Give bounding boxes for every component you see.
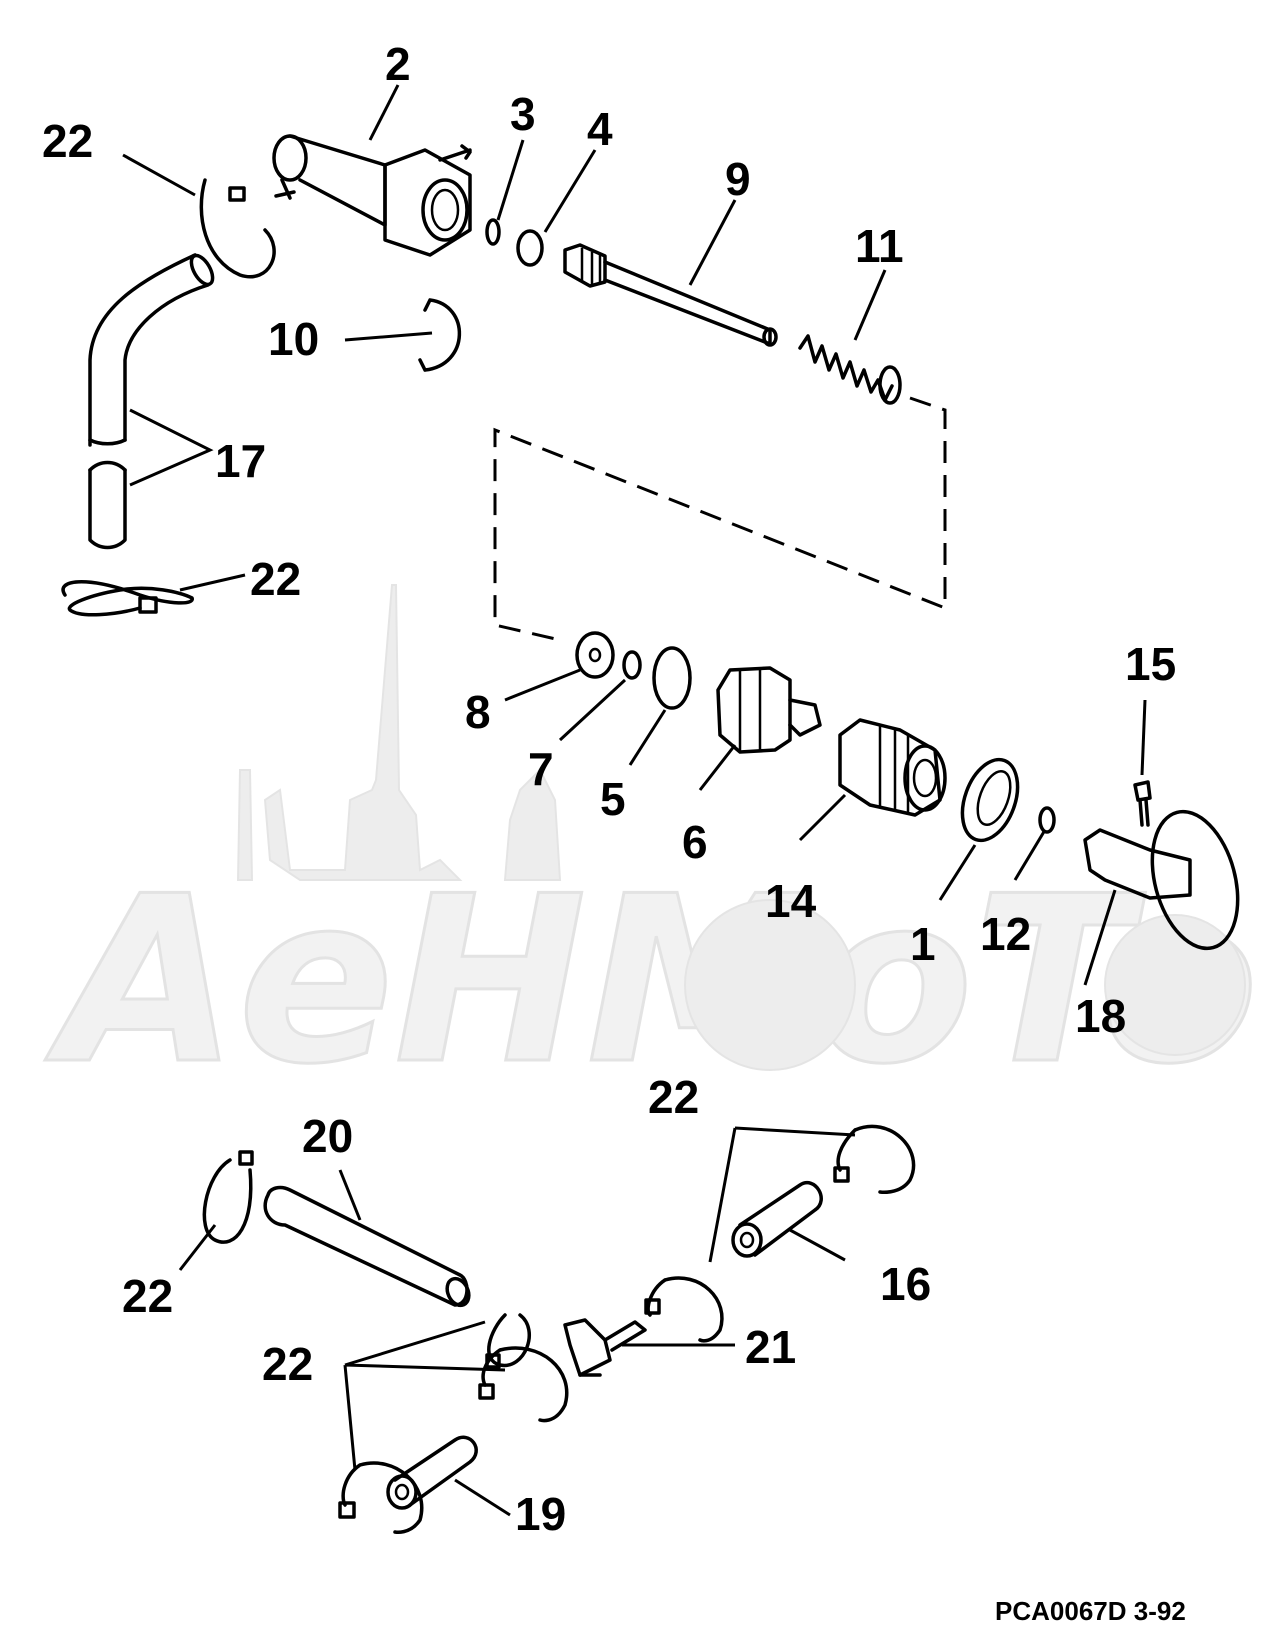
drawing-code: PCA0067D 3-92 xyxy=(995,1596,1186,1626)
part-22-clamp-lower-left xyxy=(61,580,194,617)
part-20-hose xyxy=(263,1185,471,1308)
callout-5: 5 xyxy=(600,773,626,825)
part-22-clamp-top-tab xyxy=(228,186,246,202)
part-8-washer xyxy=(575,631,615,679)
part-7-o-ring xyxy=(622,650,642,680)
callout-16: 16 xyxy=(880,1258,931,1310)
callout-12: 12 xyxy=(980,908,1031,960)
part-22-clamp-20-left-tab xyxy=(238,1150,254,1166)
part-9-plunger xyxy=(563,243,778,347)
part-22-clamp-16-right-tab xyxy=(833,1166,850,1183)
part-22-clamp-16-left-tab xyxy=(644,1298,661,1315)
part-11-spring xyxy=(798,334,894,402)
part-22-clamp-top xyxy=(199,178,276,279)
callout-1: 1 xyxy=(910,918,936,970)
part-14-fitting xyxy=(838,718,947,817)
callout-14: 14 xyxy=(765,875,817,927)
part-22-clamp-16-left-arc xyxy=(646,1278,667,1317)
callout-15: 15 xyxy=(1125,638,1176,690)
callout-3: 3 xyxy=(510,88,536,140)
part-3-o-ring xyxy=(485,218,501,246)
callout-labels: 2 3 4 9 11 10 22 17 22 8 7 5 6 14 1 12 1… xyxy=(42,38,1176,1540)
callout-22-lower-left: 22 xyxy=(122,1270,173,1322)
part-5-o-ring xyxy=(652,646,692,710)
callout-19: 19 xyxy=(515,1488,566,1540)
callout-21: 21 xyxy=(745,1321,796,1373)
part-22-clamp-20-right xyxy=(487,1313,531,1367)
part-1-retaining-ring xyxy=(960,757,1020,843)
part-22-clamp-19-left-tab xyxy=(338,1501,356,1519)
part-18-knob xyxy=(1083,809,1240,951)
callout-4: 4 xyxy=(587,103,613,155)
part-19-hose xyxy=(386,1435,478,1510)
callout-18: 18 xyxy=(1075,990,1126,1042)
callout-7: 7 xyxy=(528,743,554,795)
callout-22-lower-middle: 22 xyxy=(262,1338,313,1390)
part-21-t-fitting xyxy=(563,1318,647,1377)
callout-9: 9 xyxy=(725,153,751,205)
part-12-o-ring xyxy=(1038,806,1056,834)
part-10-clip xyxy=(418,298,462,372)
callout-22-lower-right: 22 xyxy=(648,1071,699,1123)
callout-6: 6 xyxy=(682,816,708,868)
callout-2: 2 xyxy=(385,38,411,90)
assembly-dash-line xyxy=(493,396,947,642)
watermark-text: AeHMoTo xyxy=(45,848,1259,1115)
part-22-clamp-19-right xyxy=(481,1346,569,1423)
part-16-hose xyxy=(731,1181,823,1258)
part-6-valve-body xyxy=(716,666,822,754)
part-17-hose xyxy=(88,253,215,550)
part-2-housing xyxy=(272,134,472,257)
part-22-clamp-20-left xyxy=(202,1158,253,1244)
part-4-o-ring xyxy=(516,229,544,267)
part-8-washer-hole xyxy=(588,647,602,663)
callout-22-top: 22 xyxy=(42,115,93,167)
leader-lines xyxy=(122,84,1147,1517)
part-22-clamp-19-left xyxy=(341,1461,424,1534)
part-15-screw xyxy=(1133,780,1152,827)
part-22-clamp-16-left xyxy=(663,1276,724,1343)
watermark-logo: AeHMoTo xyxy=(44,584,1260,1117)
part-11-spring-end xyxy=(878,365,902,405)
callout-10: 10 xyxy=(268,313,319,365)
callout-17: 17 xyxy=(215,435,266,487)
part-22-clamp-16-right xyxy=(836,1124,916,1194)
part-22-clamp-lower-left-tab xyxy=(138,596,158,614)
callout-20: 20 xyxy=(302,1110,353,1162)
part-22-clamp-19-right-tab xyxy=(478,1383,495,1400)
callout-22-left: 22 xyxy=(250,553,301,605)
callout-11: 11 xyxy=(855,220,904,272)
callout-8: 8 xyxy=(465,686,491,738)
